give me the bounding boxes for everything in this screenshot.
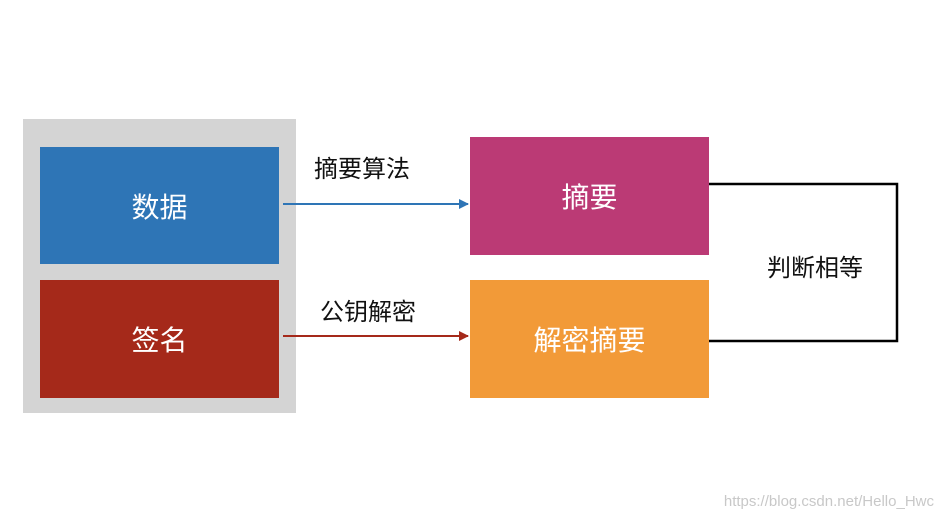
data-box-label: 数据 — [131, 190, 188, 224]
watermark: https://blog.csdn.net/Hello_Hwc — [723, 493, 934, 510]
compare-label: 判断相等 — [767, 254, 863, 282]
public-key-decrypt-label: 公钥解密 — [320, 298, 416, 326]
signature-box-label: 签名 — [131, 324, 188, 357]
signature-box: 签名 — [40, 280, 279, 398]
compare-bracket — [709, 182, 899, 343]
digest-box: 摘要 — [470, 137, 709, 255]
decrypted-digest-box: 解密摘要 — [470, 280, 709, 398]
hash-algorithm-label: 摘要算法 — [314, 155, 410, 183]
data-box: 数据 — [40, 147, 279, 264]
decrypted-digest-box-label: 解密摘要 — [533, 324, 646, 357]
digest-box-label: 摘要 — [561, 181, 618, 214]
